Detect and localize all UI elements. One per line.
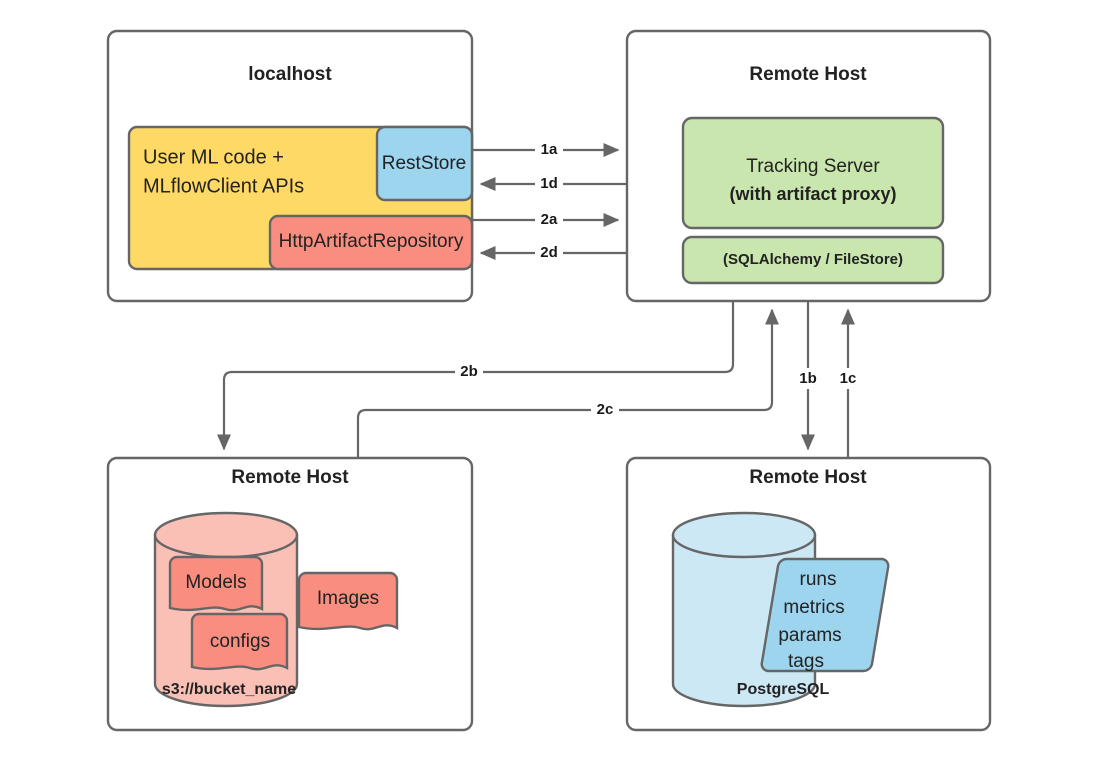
flow-2c: 2c (356, 308, 780, 458)
flow-2d: 2d (479, 242, 627, 263)
flow-label-1b: 1b (799, 370, 817, 387)
user-ml-code-line1: User ML code + (143, 146, 284, 168)
tracking-server-line1: Tracking Server (746, 156, 880, 177)
flow-1c: 1c (834, 308, 862, 458)
flow-label-2d: 2d (540, 244, 558, 261)
flow-label-1d: 1d (540, 175, 558, 192)
tracking-server-node (681, 116, 945, 230)
flow-1b: 1b (794, 301, 822, 451)
http-artifact-repository-label: HttpArtifactRepository (279, 231, 464, 252)
flow-label-2c: 2c (597, 401, 614, 418)
host-database: Remote Host runs metrics params tags Pos… (625, 456, 992, 732)
tracking-server-line2: (with artifact proxy) (729, 184, 896, 204)
rest-store-node (375, 125, 474, 202)
cylinder-top-pink (153, 511, 299, 559)
backend-store-node (681, 235, 945, 285)
http-artifact-repository-node (268, 214, 474, 271)
user-ml-code-line2: MLflowClient APIs (143, 175, 304, 197)
flow-label-bg-1b (794, 368, 822, 389)
document-shape-configs (190, 612, 289, 671)
entity-item-params: params (778, 625, 841, 646)
host-localhost: localhost User ML code + MLflowClient AP… (106, 29, 474, 303)
document-images: Images (297, 571, 399, 631)
flow-2a: 2a (472, 209, 620, 230)
flow-label-bg-2a (535, 209, 563, 230)
s3-bucket-caption: s3://bucket_name (162, 681, 296, 698)
flow-label-bg-2c (591, 399, 619, 420)
tracking-host-title: Remote Host (749, 64, 867, 85)
document-label-images: Images (317, 588, 379, 609)
document-label-configs: configs (210, 631, 270, 652)
artifact-host-title: Remote Host (231, 467, 349, 488)
flow-line-2c (356, 308, 780, 458)
flow-1a: 1a (472, 139, 620, 160)
flow-label-2b: 2b (460, 363, 478, 380)
entity-item-tags: tags (788, 651, 824, 672)
postgres-caption: PostgreSQL (737, 681, 830, 698)
flow-label-1c: 1c (840, 370, 857, 387)
flow-2b: 2b (216, 301, 735, 451)
entity-item-metrics: metrics (783, 597, 844, 618)
rest-store-label: RestStore (382, 153, 466, 174)
flow-label-bg-1a (535, 139, 563, 160)
document-shape-images (297, 571, 399, 631)
entity-parallelogram (760, 557, 890, 673)
entity-item-runs: runs (800, 569, 837, 590)
flow-label-1a: 1a (541, 141, 558, 158)
host-artifact-store: Remote Host Models Images configs s3://b… (106, 456, 474, 732)
flow-1d: 1d (479, 173, 627, 194)
document-shape-models (168, 555, 264, 612)
document-configs: configs (190, 612, 289, 671)
document-models: Models (168, 555, 264, 612)
cylinder-top-blue (671, 511, 817, 559)
flow-label-bg-1d (535, 173, 563, 194)
database-host-title: Remote Host (749, 467, 867, 488)
localhost-title: localhost (248, 64, 332, 85)
flow-label-bg-2d (535, 242, 563, 263)
document-label-models: Models (185, 572, 246, 593)
flow-label-bg-1c (834, 368, 862, 389)
postgres-entities-box: runs metrics params tags (760, 557, 890, 673)
host-tracking: Remote Host Tracking Server (with artifa… (625, 29, 992, 303)
flow-label-bg-2b (455, 361, 483, 382)
flow-label-2a: 2a (541, 211, 558, 228)
backend-store-label: (SQLAlchemy / FileStore) (723, 251, 903, 268)
